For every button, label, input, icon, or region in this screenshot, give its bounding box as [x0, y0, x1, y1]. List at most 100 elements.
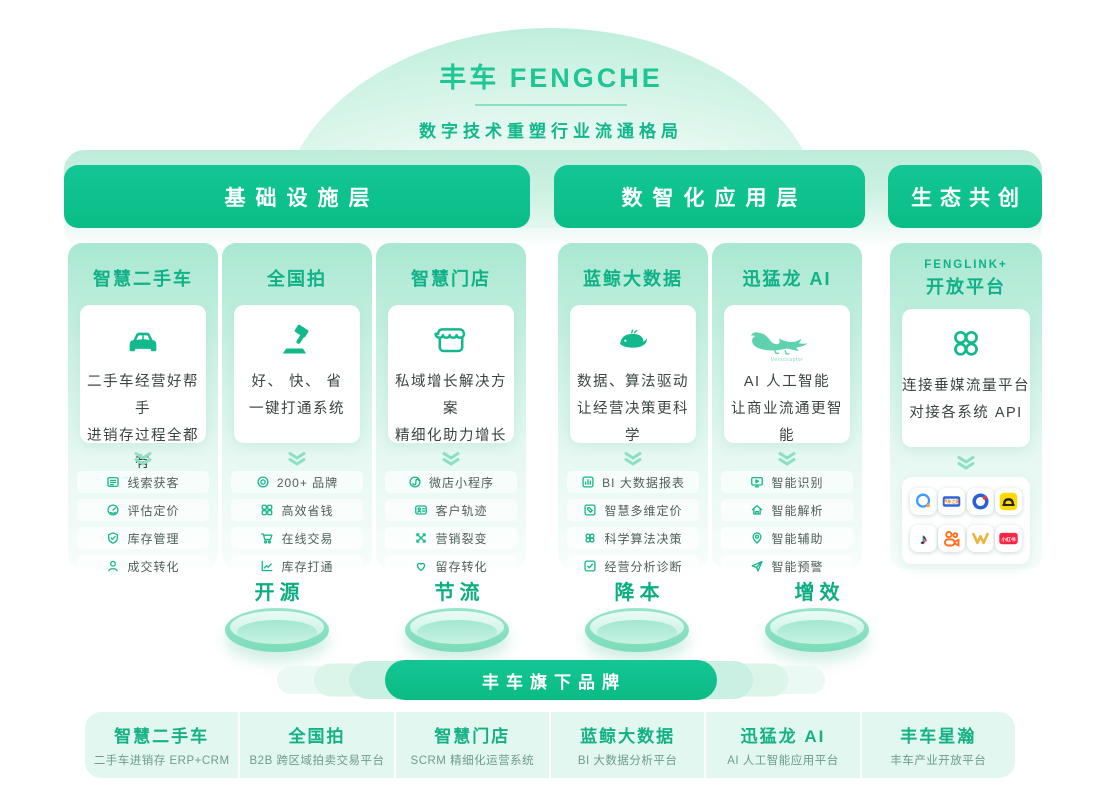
- feature-row: 在线交易: [231, 527, 363, 549]
- card-slogan: AI 人工智能 让商业流通更智能: [731, 374, 843, 444]
- heart-icon: [414, 559, 428, 573]
- card-panel: 数据、算法驱动 让经营决策更科学: [570, 305, 696, 444]
- product-card-smart-usedcar: 智慧二手车 二手车经营好帮手 进销存过程全都有 线索获客 评估定价 库存管理 成…: [68, 243, 218, 577]
- assist-icon: [750, 531, 764, 545]
- cart-icon: [260, 531, 274, 545]
- product-card-national-auction: 全国拍 好、 快、 省 一键打通系统 200+ 品牌 高效省钱 在线交易 库存打…: [222, 243, 372, 577]
- feature-row: 评估定价: [77, 499, 209, 521]
- feature-row: 智慧多维定价: [567, 499, 699, 521]
- svg-text:汽车之家: 汽车之家: [944, 499, 960, 504]
- card-slogan: 连接垂媒流量平台 对接各系统 API: [902, 378, 1030, 421]
- storefront-icon: [388, 319, 514, 363]
- feature-row: 线索获客: [77, 471, 209, 493]
- app-row: 汽车之家: [908, 488, 1024, 515]
- ticket-icon: [106, 475, 120, 489]
- brand-cell-smart-store: 智慧门店 SCRM 精细化运营系统: [396, 712, 551, 778]
- chevron-down-icon: [222, 451, 372, 467]
- chevron-down-icon: [712, 451, 862, 467]
- benefit-open-source: 开源: [207, 576, 347, 652]
- benefit-cut-cost: 降本: [567, 576, 707, 652]
- card-slogan: 二手车经营好帮手 进销存过程全都有: [87, 374, 199, 471]
- grid-icon: [260, 503, 274, 517]
- feature-row: 高效省钱: [231, 499, 363, 521]
- feature-row: 库存管理: [77, 527, 209, 549]
- feature-row: 成交转化: [77, 555, 209, 577]
- chevron-down-icon: [376, 451, 526, 467]
- card-slogan: 私域增长解决方案 精细化助力增长: [395, 374, 507, 444]
- brand-cell-fengche-xinghan: 丰车星瀚 丰车产业开放平台: [890, 727, 987, 767]
- partner-app-grid: 汽车之家 ♪♪♪ 小红书: [902, 477, 1030, 564]
- feature-row: 科学算法决策: [567, 527, 699, 549]
- xiaohongshu-logo: 小红书: [995, 525, 1023, 552]
- valuation-icon: [106, 503, 120, 517]
- feature-row: 微店小程序: [385, 471, 517, 493]
- card-panel: Velociraptor AI 人工智能 让商业流通更智能: [724, 305, 850, 444]
- product-card-fenglink-open-platform: FENGLINK+ 开放平台 连接垂媒流量平台 对接各系统 API 汽车之家 ♪…: [890, 243, 1042, 569]
- chat-bubble-logo: [909, 488, 937, 515]
- split-icon: [414, 531, 428, 545]
- autohome-logo: 汽车之家: [938, 488, 966, 515]
- chevron-down-icon: [890, 455, 1042, 471]
- gavel-icon: [234, 319, 360, 363]
- checklist-icon: [583, 559, 597, 573]
- chevron-down-icon: [558, 451, 708, 467]
- brand-cell-national-auction: 全国拍 B2B 跨区域拍卖交易平台: [240, 712, 396, 778]
- feature-row: BI 大数据报表: [567, 471, 699, 493]
- svg-text:♪: ♪: [919, 532, 926, 548]
- card-slogan: 好、 快、 省 一键打通系统: [249, 374, 345, 417]
- pod-shape: [405, 608, 509, 652]
- svg-text:♪: ♪: [920, 533, 927, 549]
- user-icon: [106, 559, 120, 573]
- feature-row: 留存转化: [385, 555, 517, 577]
- feature-list: 智能识别 智能解析 智能辅助 智能预警: [721, 471, 853, 577]
- card-panel: 私域增长解决方案 精细化助力增长: [388, 305, 514, 444]
- report-icon: [581, 475, 595, 489]
- benefit-boost-efficiency: 增效: [747, 576, 887, 652]
- feature-row: 客户轨迹: [385, 499, 517, 521]
- logo-divider: [475, 104, 627, 106]
- raptor-caption: Velociraptor: [770, 357, 804, 363]
- feature-row: 智能识别: [721, 471, 853, 493]
- feature-row: 营销裂变: [385, 527, 517, 549]
- alert-icon: [750, 559, 764, 573]
- feature-row: 库存打通: [231, 555, 363, 577]
- feature-list: BI 大数据报表 智慧多维定价 科学算法决策 经营分析诊断: [567, 471, 699, 577]
- kuaishou-logo: [938, 525, 966, 552]
- card-title: 智慧二手车: [93, 269, 193, 289]
- algorithm-icon: [583, 531, 597, 545]
- sub-brands-pill: 丰车旗下品牌: [384, 660, 717, 700]
- douyin-logo: ♪♪♪: [909, 525, 937, 552]
- product-card-velociraptor-ai: 迅猛龙 AI Velociraptor AI 人工智能 让商业流通更智能 智能识…: [712, 243, 862, 577]
- card-panel: 二手车经营好帮手 进销存过程全都有: [80, 305, 206, 471]
- brand-logo: 丰车 FENGCHE: [439, 63, 663, 93]
- monitor-icon: [750, 475, 764, 489]
- miniprogram-icon: [408, 475, 422, 489]
- feature-row: 智能预警: [721, 555, 853, 577]
- tag-icon: [583, 503, 597, 517]
- ring-logo: [966, 488, 994, 515]
- feature-row: 智能解析: [721, 499, 853, 521]
- pod-shape: [765, 608, 869, 652]
- product-card-smart-store: 智慧门店 私域增长解决方案 精细化助力增长 微店小程序 客户轨迹 营销裂变 留存…: [376, 243, 526, 577]
- sub-brands-banner: 丰车旗下品牌: [0, 660, 1101, 700]
- layer-infrastructure: 基础设施层: [64, 165, 530, 228]
- raptor-icon: [724, 319, 850, 363]
- chart-icon: [260, 559, 274, 573]
- card-panel: 好、 快、 省 一键打通系统: [234, 305, 360, 443]
- card-panel: 连接垂媒流量平台 对接各系统 API: [902, 309, 1030, 447]
- product-card-bluewhale-bigdata: 蓝鲸大数据 数据、算法驱动 让经营决策更科学 BI 大数据报表 智慧多维定价 科…: [558, 243, 708, 577]
- pod-shape: [585, 608, 689, 652]
- feature-list: 微店小程序 客户轨迹 营销裂变 留存转化: [385, 471, 517, 577]
- feature-row: 智能辅助: [721, 527, 853, 549]
- w-logo: [966, 525, 994, 552]
- brand-cell-smart-usedcar: 智慧二手车 二手车进销存 ERP+CRM: [85, 712, 241, 778]
- card-title: 全国拍: [267, 269, 327, 289]
- feature-row: 经营分析诊断: [567, 555, 699, 577]
- app-row: ♪♪♪ 小红书: [908, 525, 1024, 552]
- whale-icon: [570, 319, 696, 363]
- clover-icon: [902, 323, 1030, 367]
- svg-text:♪: ♪: [919, 532, 926, 548]
- idcard-icon: [414, 503, 428, 517]
- svg-text:小红书: 小红书: [1001, 536, 1016, 543]
